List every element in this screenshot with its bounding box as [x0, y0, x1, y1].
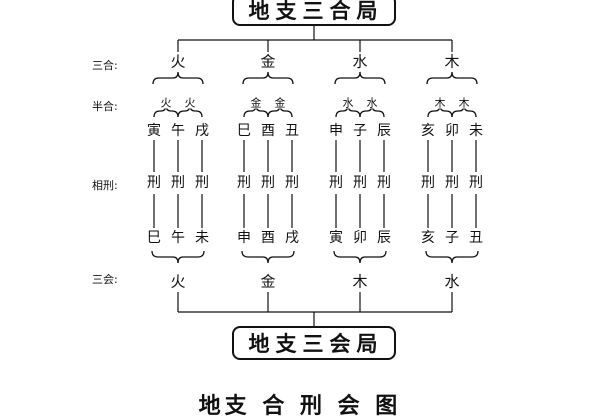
sanhui-brace: [151, 250, 205, 264]
xing-label: 刑: [353, 175, 367, 191]
xing-label: 刑: [329, 175, 343, 191]
banhe-element: 火: [184, 96, 196, 110]
sanhui-brace: [333, 250, 387, 264]
bottom-branch: 戌: [285, 230, 299, 246]
sanhui-element: 金: [260, 272, 276, 291]
xing-label: 刑: [445, 175, 459, 191]
bottom-branch: 午: [171, 230, 185, 246]
row-label-sanhui: 三会:: [92, 273, 118, 286]
bottom-branch: 申: [237, 230, 251, 246]
sanhe-brace: [426, 71, 478, 85]
top-branch: 丑: [285, 123, 299, 139]
bottom-branch: 亥: [421, 230, 435, 246]
sanhui-brace: [241, 250, 295, 264]
bottom-branch: 未: [195, 230, 209, 246]
banhe-element: 木: [458, 96, 470, 110]
sanhui-element: 木: [352, 272, 368, 291]
top-branch: 寅: [147, 123, 161, 139]
top-branch: 酉: [261, 123, 275, 139]
xing-label: 刑: [171, 175, 185, 191]
top-branch: 巳: [237, 123, 251, 139]
top-branch: 子: [353, 123, 367, 139]
xing-label: 刑: [421, 175, 435, 191]
banhe-element: 火: [160, 96, 172, 110]
row-label-xiangxing: 相刑:: [92, 179, 118, 192]
bottom-branch: 丑: [469, 230, 483, 246]
banhe-element: 木: [434, 96, 446, 110]
xing-label: 刑: [237, 175, 251, 191]
sanhe-brace: [242, 71, 294, 85]
bottom-branch: 卯: [353, 230, 367, 246]
sanhe-element: 火: [170, 52, 186, 71]
top-branch: 亥: [421, 123, 435, 139]
sanhe-element: 金: [260, 52, 276, 71]
xing-label: 刑: [469, 175, 483, 191]
xing-label: 刑: [147, 175, 161, 191]
row-label-banhe: 半合:: [92, 100, 118, 113]
xing-label: 刑: [285, 175, 299, 191]
top-branch: 午: [171, 123, 185, 139]
bottom-branch: 子: [445, 230, 459, 246]
title-bottom-box: 地支三会局: [232, 326, 396, 360]
top-branch: 戌: [195, 123, 209, 139]
row-label-sanhe: 三合:: [92, 59, 118, 72]
banhe-element: 金: [274, 96, 286, 110]
diagram: 地支三合局 地支三会局 三合: 半合: 相刑: 三会: 火火火寅刑巳午刑午戌刑未…: [92, 0, 483, 419]
xing-label: 刑: [195, 175, 209, 191]
diagram-caption: 地支 合 刑 会 图: [198, 394, 402, 419]
top-branch: 卯: [445, 123, 459, 139]
sanhe-element: 木: [444, 52, 460, 71]
sanhe-brace: [334, 71, 386, 85]
sanhui-brace: [425, 250, 479, 264]
banhe-element: 金: [250, 96, 262, 110]
sanhe-brace: [152, 71, 204, 85]
connector-lines: [151, 26, 479, 326]
sanhui-element: 火: [170, 272, 186, 291]
title-bottom: 地支三会局: [248, 332, 384, 356]
title-top: 地支三合局: [248, 0, 384, 23]
sanhe-element: 水: [352, 52, 368, 71]
bottom-branch: 辰: [377, 230, 391, 246]
xing-label: 刑: [377, 175, 391, 191]
top-branch: 未: [469, 123, 483, 139]
title-top-box: 地支三合局: [232, 0, 396, 26]
xing-label: 刑: [261, 175, 275, 191]
top-branch: 申: [329, 123, 343, 139]
bottom-branch: 寅: [329, 230, 343, 246]
banhe-element: 水: [366, 96, 378, 110]
bottom-branch: 巳: [147, 230, 161, 246]
top-branch: 辰: [377, 123, 391, 139]
bottom-branch: 酉: [261, 230, 275, 246]
sanhui-element: 水: [444, 272, 460, 291]
banhe-element: 水: [342, 96, 354, 110]
